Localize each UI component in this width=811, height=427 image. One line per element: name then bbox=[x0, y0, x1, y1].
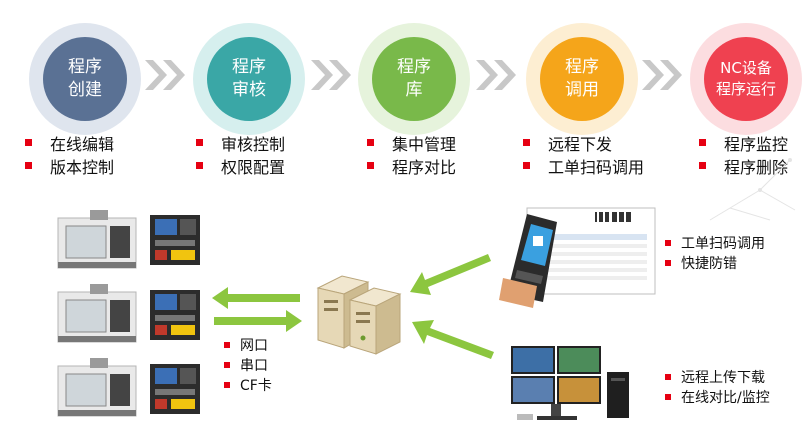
connection-list: 网口 串口 CF卡 bbox=[224, 335, 272, 395]
step-program-library: 程序 库 bbox=[358, 23, 470, 135]
list-item: 远程下发 bbox=[523, 131, 644, 154]
cnc-machine-icon bbox=[57, 284, 137, 343]
list-item: 审核控制 bbox=[196, 131, 285, 154]
step-label-line: 程序 bbox=[68, 57, 102, 77]
cnc-control-panel-icon bbox=[150, 364, 200, 414]
chevron-right-icon bbox=[476, 60, 516, 90]
feature-list-call: 远程下发 工单扫码调用 bbox=[523, 131, 644, 177]
list-item: 程序删除 bbox=[699, 154, 788, 177]
step-label-line: 创建 bbox=[68, 80, 102, 100]
feature-list-review: 审核控制 权限配置 bbox=[196, 131, 285, 177]
step-label-line: 程序 bbox=[565, 57, 599, 77]
list-item: 远程上传下载 bbox=[665, 367, 770, 387]
arrow-right-icon bbox=[214, 310, 302, 332]
list-item: 集中管理 bbox=[367, 131, 456, 154]
arrow-to-server-icon bbox=[412, 320, 494, 359]
step-program-create: 程序 创建 bbox=[29, 23, 141, 135]
cnc-machine-icon bbox=[57, 210, 137, 269]
scanner-feature-list: 工单扫码调用 快捷防错 bbox=[665, 233, 765, 273]
decorative-network-lines bbox=[709, 158, 796, 221]
monitor-workstation-icon bbox=[511, 346, 629, 420]
server-icon bbox=[316, 275, 402, 355]
step-label-line: 程序 bbox=[397, 57, 431, 77]
feature-list-library: 集中管理 程序对比 bbox=[367, 131, 456, 177]
list-item: 程序对比 bbox=[367, 154, 456, 177]
step-label-line: 程序运行 bbox=[715, 80, 776, 98]
monitor-feature-list: 远程上传下载 在线对比/监控 bbox=[665, 367, 770, 407]
step-program-call: 程序 调用 bbox=[526, 23, 638, 135]
list-item: 串口 bbox=[224, 355, 272, 375]
cnc-control-panel-icon bbox=[150, 290, 200, 340]
list-item: 权限配置 bbox=[196, 154, 285, 177]
step-label-line: 程序 bbox=[232, 57, 266, 77]
step-nc-program-run: NC设备 程序运行 bbox=[690, 23, 802, 135]
chevron-right-icon bbox=[311, 60, 351, 90]
arrow-left-icon bbox=[212, 287, 300, 309]
step-label-line: NC设备 bbox=[720, 59, 772, 77]
step-label-line: 库 bbox=[405, 80, 423, 100]
list-item: 快捷防错 bbox=[665, 253, 765, 273]
list-item: 版本控制 bbox=[25, 154, 114, 177]
list-item: 网口 bbox=[224, 335, 272, 355]
list-item: 在线对比/监控 bbox=[665, 387, 770, 407]
list-item: 程序监控 bbox=[699, 131, 788, 154]
list-item: 在线编辑 bbox=[25, 131, 114, 154]
list-item: 工单扫码调用 bbox=[523, 154, 644, 177]
chevron-right-icon bbox=[145, 60, 185, 90]
barcode-scanner-icon bbox=[499, 207, 656, 308]
feature-list-create: 在线编辑 版本控制 bbox=[25, 131, 114, 177]
chevron-right-icon bbox=[642, 60, 682, 90]
list-item: 工单扫码调用 bbox=[665, 233, 765, 253]
arrow-to-server-icon bbox=[410, 254, 491, 295]
step-label-line: 审核 bbox=[232, 80, 266, 100]
step-label-line: 调用 bbox=[565, 80, 599, 100]
cnc-control-panel-icon bbox=[150, 215, 200, 265]
step-program-review: 程序 审核 bbox=[193, 23, 305, 135]
cnc-machine-icon bbox=[57, 358, 137, 417]
list-item: CF卡 bbox=[224, 375, 272, 395]
feature-list-run: 程序监控 程序删除 bbox=[699, 131, 788, 177]
